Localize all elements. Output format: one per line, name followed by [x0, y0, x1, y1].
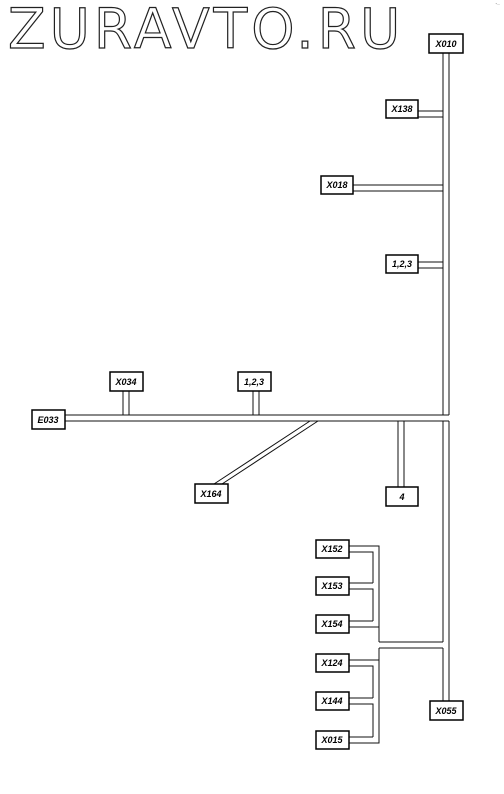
- connector-x154: X154: [315, 614, 350, 634]
- label-x124: X124: [320, 658, 342, 668]
- label-x144: X144: [320, 696, 342, 706]
- connector-e033: E033: [31, 409, 66, 430]
- wire-ladder: [349, 545, 380, 744]
- wire-ladder-bus: [379, 641, 443, 649]
- label-x055: X055: [434, 706, 457, 716]
- connector-x152: X152: [315, 539, 350, 559]
- wire-lower-trunk: [442, 421, 450, 701]
- label-c123-right: 1,2,3: [392, 259, 412, 269]
- label-x015: X015: [320, 735, 343, 745]
- corner-mark: *—: [495, 2, 501, 6]
- connector-x144: X144: [315, 691, 350, 711]
- label-x154: X154: [320, 619, 342, 629]
- watermark: ZURAVTO.RU: [7, 0, 405, 61]
- connector-c123-right: 1,2,3: [385, 254, 419, 274]
- label-e033: E033: [37, 415, 58, 425]
- wire-x034: [122, 391, 130, 415]
- connector-x010: X010: [428, 33, 464, 54]
- label-x164: X164: [199, 489, 221, 499]
- connector-x055: X055: [429, 700, 464, 721]
- connector-x164: X164: [194, 483, 229, 504]
- wire-main-trunk: [442, 53, 450, 415]
- wire-x164: [213, 420, 319, 485]
- wire-x018: [353, 184, 443, 192]
- label-x138: X138: [390, 104, 412, 114]
- label-x034: X034: [114, 377, 136, 387]
- connector-x015: X015: [315, 730, 350, 750]
- connector-c4: 4: [385, 486, 419, 507]
- wire-x138: [418, 110, 443, 118]
- connector-x124: X124: [315, 653, 350, 673]
- wire-main-bus: [65, 414, 449, 422]
- connector-x138: X138: [385, 99, 419, 119]
- connector-x034: X034: [109, 371, 144, 392]
- connector-x153: X153: [315, 576, 350, 596]
- label-x018: X018: [325, 180, 347, 190]
- label-x153: X153: [320, 581, 342, 591]
- label-x152: X152: [320, 544, 342, 554]
- label-c4: 4: [398, 492, 404, 502]
- wire-c123-mid: [252, 391, 260, 415]
- wire-c4: [397, 421, 405, 487]
- wire-c123-right: [418, 261, 443, 269]
- connector-c123-mid: 1,2,3: [237, 371, 272, 392]
- label-x010: X010: [434, 39, 456, 49]
- connector-x018: X018: [320, 175, 354, 195]
- label-c123-mid: 1,2,3: [244, 377, 264, 387]
